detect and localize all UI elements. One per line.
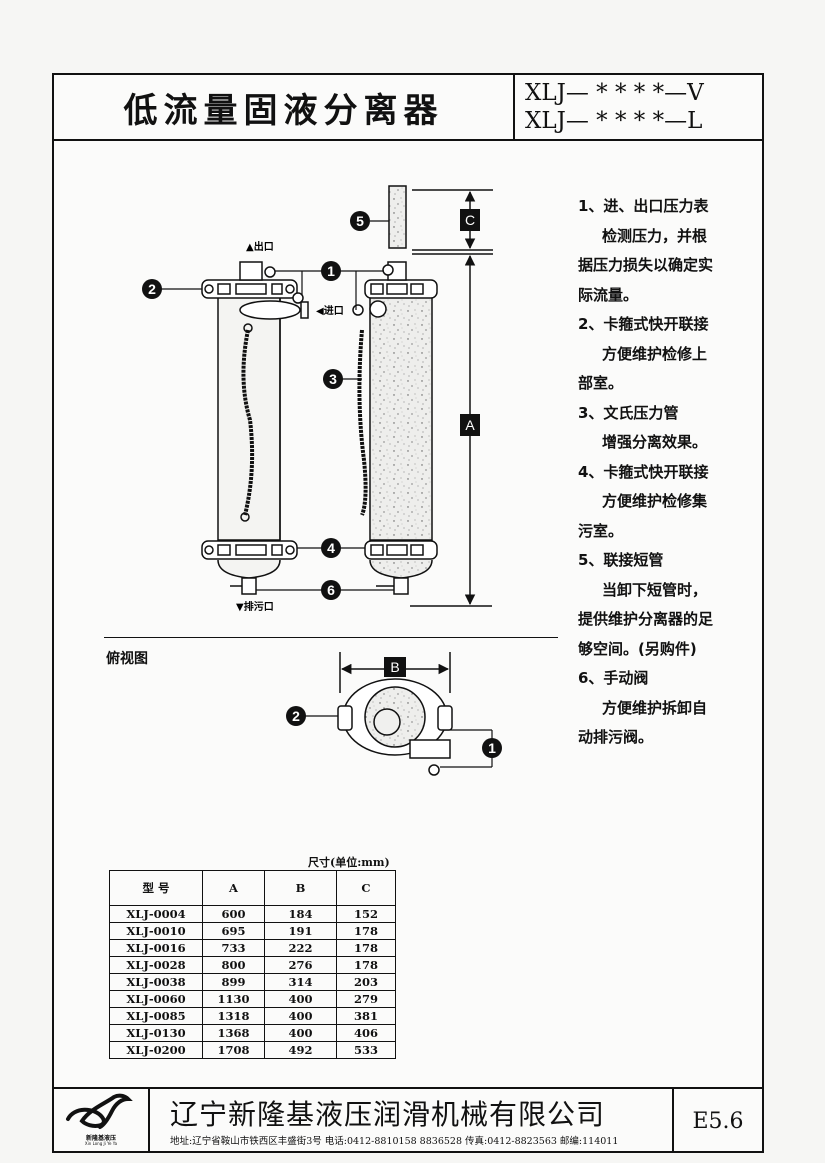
b-cell: 492	[264, 1041, 337, 1059]
feature-notes: 1、进、出口压力表检测压力，并根据压力损失以确定实际流量。 2、卡箍式快开联接方便…	[578, 192, 758, 753]
callout-number: 3	[329, 371, 337, 387]
top-view-diagram	[337, 678, 453, 759]
callout-circle	[321, 261, 341, 281]
logo-icon	[66, 1093, 133, 1129]
callout-circle	[321, 580, 341, 600]
callout-circle	[321, 538, 341, 558]
callout-6: 6	[321, 580, 341, 600]
model-cell: XLJ-0130	[109, 1024, 203, 1042]
callout-1: 1	[482, 738, 502, 758]
c-cell: 178	[336, 956, 396, 974]
model-cell: XLJ-0038	[109, 973, 203, 991]
section-divider	[104, 637, 558, 638]
company-logo: 新隆基液压 Xin Long Ji Ye Ya	[54, 1089, 150, 1153]
model-cell: XLJ-0200	[109, 1041, 203, 1059]
note-heading: 1、进、出口压力表	[578, 197, 709, 215]
dimension-badges: C A B	[384, 209, 480, 677]
note-line: 检测压力，并根	[602, 226, 708, 245]
model-codes: XLJ— * * * *—V XLJ— * * * *—L	[515, 75, 762, 143]
callout-number: 5	[356, 213, 364, 229]
top-view-label: 俯视图	[106, 651, 148, 667]
callout-5: 5	[350, 211, 370, 231]
b-cell: 276	[264, 956, 337, 974]
note-line: 际流量。	[578, 285, 639, 304]
note-line: 部室。	[578, 374, 624, 392]
callout-3: 3	[323, 369, 343, 389]
datasheet: 低流量固液分离器 XLJ— * * * *—V XLJ— * * * *—L 1…	[52, 73, 764, 1153]
callout-1: 1	[321, 261, 341, 281]
note-line: 够空间。(另购件)	[578, 639, 697, 658]
connecting-short-pipe	[388, 185, 407, 249]
callout-2: 2	[286, 706, 306, 726]
note-heading: 5、联接短管	[578, 551, 664, 569]
drain-label: ▼排污口	[236, 600, 274, 613]
col-header-model: 型 号	[109, 870, 203, 906]
dim-badge-a	[460, 414, 480, 436]
table-header-row: 型 号 A B C	[109, 870, 396, 906]
table-unit-label: 尺寸(单位:mm)	[308, 856, 390, 869]
dim-badge-b	[384, 657, 406, 677]
footer: 新隆基液压 Xin Long Ji Ye Ya 辽宁新隆基液压润滑机械有限公司 …	[54, 1087, 762, 1153]
dimension-lines	[339, 189, 493, 693]
outlet-label: ▲出口	[246, 240, 274, 253]
logo-name: 新隆基液压	[85, 1135, 116, 1142]
note-line: 方便维护拆卸自	[602, 698, 708, 717]
callout-circle	[323, 369, 343, 389]
callout-number: 1	[327, 263, 335, 279]
callout-number: 2	[148, 281, 156, 297]
model-cell: XLJ-0028	[109, 956, 203, 974]
inlet-label: ◀进口	[316, 304, 344, 317]
callout-number: 4	[327, 540, 335, 556]
callout-circle	[350, 211, 370, 231]
note-line: 方便维护检修上	[602, 344, 708, 363]
note-line: 方便维护检修集	[602, 492, 708, 510]
callout-number: 2	[292, 708, 300, 724]
note-heading: 2、卡箍式快开联接	[578, 315, 709, 333]
b-cell: 184	[264, 905, 337, 923]
callout-number: 6	[327, 582, 335, 598]
note-line: 当卸下短管时，	[602, 580, 708, 599]
dim-label-c: C	[465, 212, 475, 228]
callout-circle	[142, 279, 162, 299]
callout-number: 1	[488, 740, 496, 756]
c-cell: 381	[336, 1007, 396, 1025]
company-address: 地址:辽宁省鞍山市铁西区丰盛街3号 电话:0412-8810158 883652…	[170, 1136, 619, 1147]
callout-leaders	[160, 220, 493, 768]
company-name: 辽宁新隆基液压润滑机械有限公司	[170, 1098, 606, 1131]
model-code-l: XLJ— * * * *—L	[525, 108, 703, 134]
note-heading: 4、卡箍式快开联接	[578, 462, 709, 481]
company-info: 辽宁新隆基液压润滑机械有限公司 地址:辽宁省鞍山市铁西区丰盛街3号 电话:041…	[150, 1089, 674, 1153]
note-heading: 3、文氏压力管	[578, 403, 679, 422]
note-heading: 6、手动阀	[578, 669, 649, 687]
page-title: 低流量固液分离器	[54, 75, 515, 139]
right-vessel	[357, 261, 438, 595]
model-code-v: XLJ— * * * *—V	[525, 80, 704, 106]
page-code: E5.6	[692, 1108, 744, 1134]
note-line: 据压力损失以确定实	[578, 256, 714, 274]
note-line: 污室。	[578, 521, 624, 540]
callout-4: 4	[321, 538, 341, 558]
callout-circle	[286, 706, 306, 726]
dim-label-b: B	[390, 659, 399, 675]
note-line: 增强分离效果。	[602, 433, 708, 451]
b-cell: 222	[264, 939, 337, 957]
logo-subtitle: Xin Long Ji Ye Ya	[84, 1141, 118, 1146]
c-cell: 203	[336, 973, 396, 991]
c-cell: 533	[336, 1041, 396, 1059]
left-vessel	[201, 261, 309, 595]
dim-badge-c	[460, 209, 480, 231]
a-cell: 1708	[202, 1041, 265, 1059]
note-line: 提供维护分离器的足	[578, 610, 714, 628]
header: 低流量固液分离器 XLJ— * * * *—V XLJ— * * * *—L	[54, 75, 762, 141]
dim-label-a: A	[465, 417, 475, 433]
note-line: 动排污阀。	[578, 728, 654, 746]
callout-2: 2	[142, 279, 162, 299]
callout-circle	[482, 738, 502, 758]
